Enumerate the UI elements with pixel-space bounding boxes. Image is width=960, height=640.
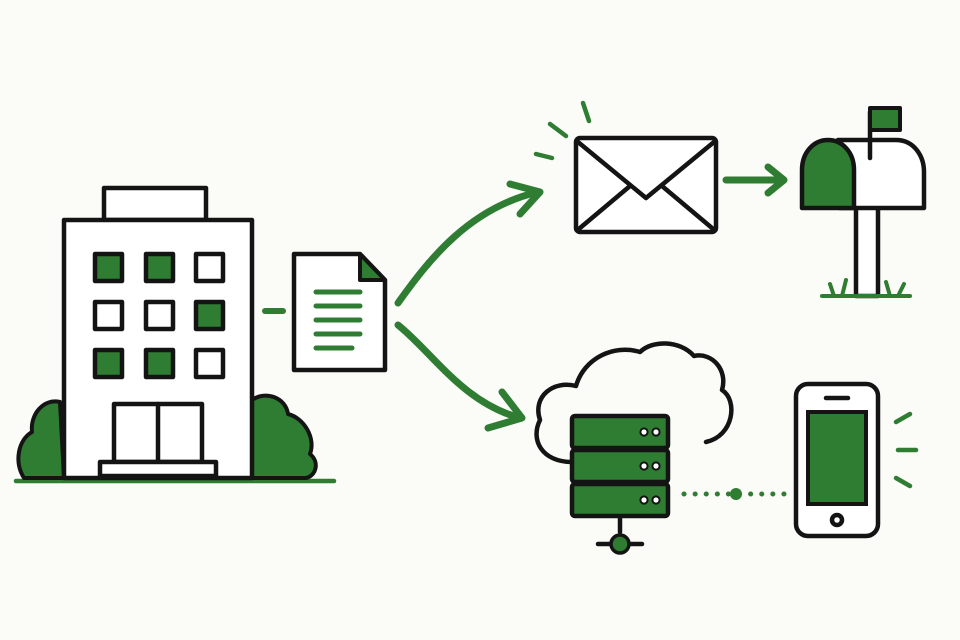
arrow-email-to-mailbox <box>722 163 788 197</box>
cloud-outline <box>534 341 734 465</box>
mailbox-icon <box>799 106 927 299</box>
rooftop-box <box>101 185 209 223</box>
left-bush-icon <box>16 399 66 480</box>
smartphone-icon <box>793 381 919 539</box>
window <box>92 347 125 380</box>
right-bush-icon <box>250 393 318 480</box>
network-node-icon <box>595 515 645 555</box>
window <box>193 299 226 332</box>
connector-server-phone <box>681 488 793 500</box>
email-sparkle-icon <box>533 100 592 161</box>
server-stack-icon <box>569 413 671 519</box>
document-icon <box>291 251 388 373</box>
building-door <box>97 401 219 479</box>
arrow-document-to-cloud <box>394 321 526 432</box>
window <box>143 347 176 380</box>
document-text-lines <box>313 289 363 351</box>
window <box>92 251 125 284</box>
office-building-icon <box>13 185 337 484</box>
window <box>143 251 176 284</box>
phone-vibration-icon <box>893 411 919 489</box>
cloud-server-icon <box>534 341 734 555</box>
mailbox-post <box>853 203 881 299</box>
window <box>143 299 176 332</box>
phone-screen <box>806 410 868 506</box>
envelope-icon <box>533 100 719 235</box>
grass-icon <box>820 278 912 298</box>
building-windows <box>92 251 226 380</box>
window <box>193 251 226 284</box>
window <box>92 299 125 332</box>
arrow-document-to-email <box>394 180 544 307</box>
window <box>193 347 226 380</box>
mailbox-flag-icon <box>867 106 902 161</box>
